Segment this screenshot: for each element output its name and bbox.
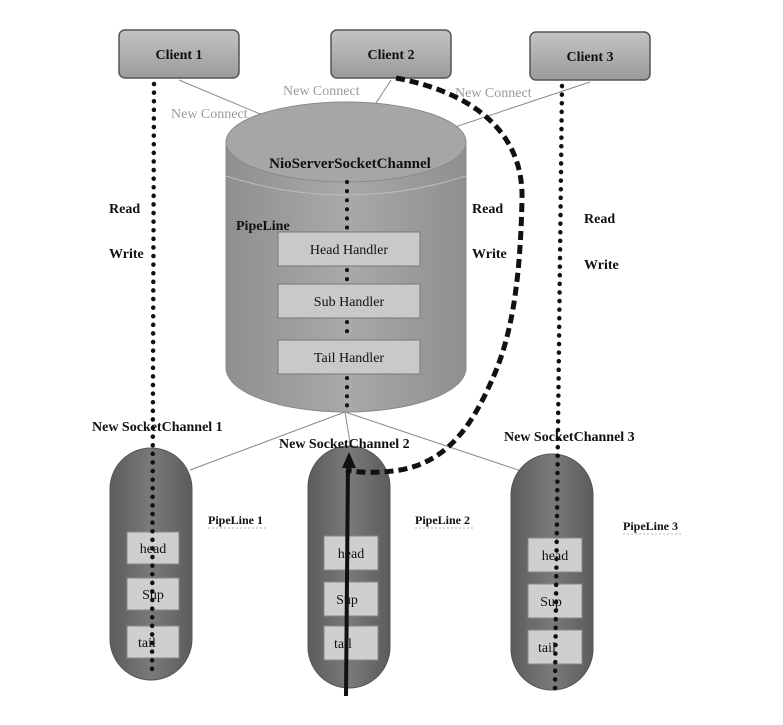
server-pipeline-label: PipeLine [236, 219, 290, 234]
socket-channel-1-title: New SocketChannel 1 [92, 420, 223, 435]
client-3-label: Client 3 [566, 50, 613, 65]
client-1: Client 1 [118, 29, 240, 79]
write-label-middle: Write [472, 247, 507, 262]
channel-2-arrow [342, 452, 356, 468]
read-label-right: Read [584, 212, 615, 227]
tail-handler-box: Tail Handler [277, 339, 421, 375]
channel-3-sup-label: Sup [540, 595, 562, 610]
channel-2-head-label: head [338, 547, 364, 562]
write-label-left: Write [109, 247, 144, 262]
server-title: NioServerSocketChannel [269, 156, 431, 172]
channel-1-sup-label: Sup [142, 588, 164, 603]
sub-handler-box: Sub Handler [277, 283, 421, 319]
socket-channel-3-title: New SocketChannel 3 [504, 430, 635, 445]
channel-1-tail-label: tail [138, 636, 156, 651]
client-2: Client 2 [330, 29, 452, 79]
channel-1-handlers: head Sup tail [126, 531, 180, 659]
socket-channel-2-title: New SocketChannel 2 [279, 437, 410, 452]
read-label-left: Read [109, 202, 140, 217]
head-handler-label: Head Handler [310, 243, 388, 258]
head-handler-box: Head Handler [277, 231, 421, 267]
client-2-io-path [345, 75, 525, 475]
client-3-io-path [552, 83, 565, 691]
new-connect-label-2: New Connect [283, 84, 360, 99]
pipeline-1-label: PipeLine 1 [208, 513, 263, 527]
spawn-line-3 [344, 411, 549, 481]
channel-2-tail-label: tail [334, 637, 352, 652]
read-label-middle: Read [472, 202, 503, 217]
channel-3-head-label: head [542, 549, 568, 564]
new-connect-label-3: New Connect [455, 86, 532, 101]
channel-3-tail-label: tail [538, 641, 556, 656]
client-1-label: Client 1 [155, 48, 202, 63]
client-3: Client 3 [529, 31, 651, 81]
channel-2-handlers: head Sup tail [323, 535, 379, 661]
pipeline-2-label: PipeLine 2 [415, 513, 470, 527]
client-2-label: Client 2 [367, 48, 414, 63]
channel-2-io-line [344, 461, 350, 697]
sub-handler-label: Sub Handler [314, 295, 385, 310]
pipeline-3-label: PipeLine 3 [623, 519, 678, 533]
spawn-line-1 [189, 411, 346, 471]
new-connect-label-1: New Connect [171, 107, 248, 122]
write-label-right: Write [584, 258, 619, 273]
tail-handler-label: Tail Handler [314, 351, 384, 366]
